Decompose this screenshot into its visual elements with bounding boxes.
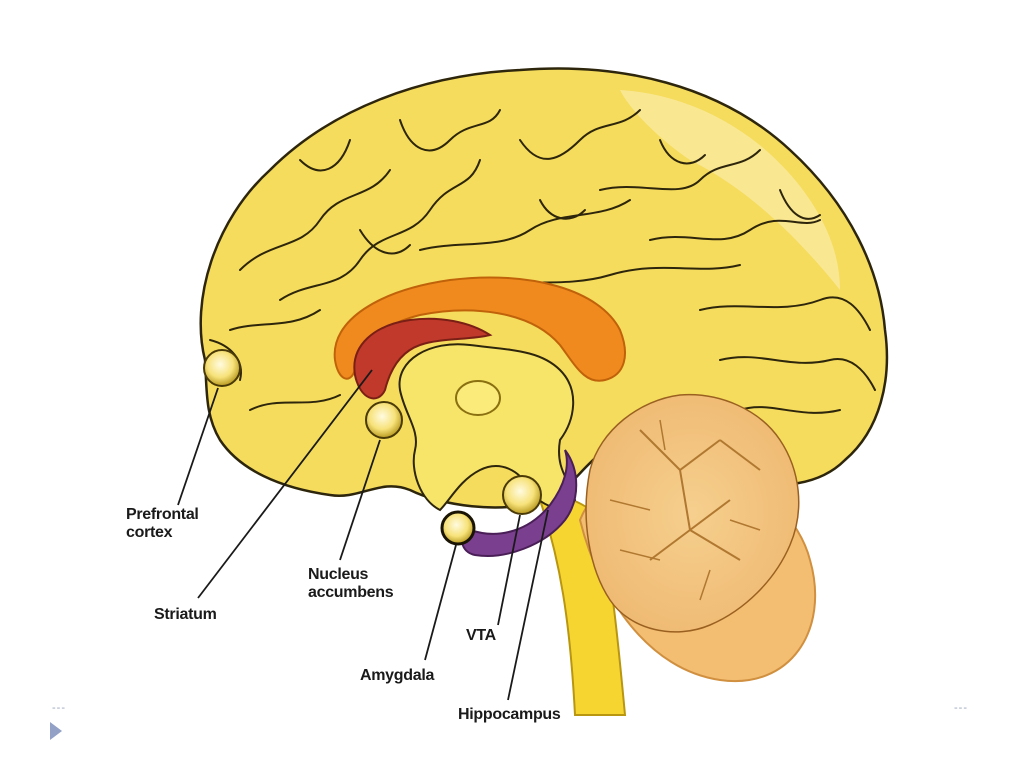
prefrontal-cortex-marker (203, 349, 241, 387)
hippocampus-region (461, 449, 578, 557)
amygdala-marker (440, 510, 476, 546)
cerebellum (585, 393, 800, 633)
striatum-label: Striatum (154, 606, 217, 623)
pointer-lines (177, 369, 549, 701)
hippocampus-label: Hippocampus (458, 706, 561, 723)
sulci-lines (209, 109, 876, 414)
nucleus-accumbens-marker (365, 401, 403, 439)
amygdala-label: Amygdala (360, 667, 435, 684)
striatum-pointer (197, 369, 373, 599)
footer-mark-left: --- (52, 702, 66, 714)
prefrontal-pointer (177, 387, 219, 506)
nucleus-accumbens-pointer (339, 439, 381, 561)
footer-mark-right: --- (954, 702, 968, 714)
vta-pointer (497, 514, 521, 626)
amygdala-pointer (424, 544, 457, 661)
triangle-right-icon[interactable] (50, 722, 62, 740)
thalamus (455, 380, 501, 416)
vta-label: VTA (466, 627, 496, 644)
striatum-region (353, 317, 493, 400)
prefrontal-cortex-label: Prefrontal cortex (126, 506, 199, 541)
cortex-highlight (620, 90, 840, 290)
nucleus-accumbens-label: Nucleus accumbens (308, 566, 394, 601)
hippocampus-pointer (507, 509, 549, 701)
vta-marker (502, 475, 542, 515)
